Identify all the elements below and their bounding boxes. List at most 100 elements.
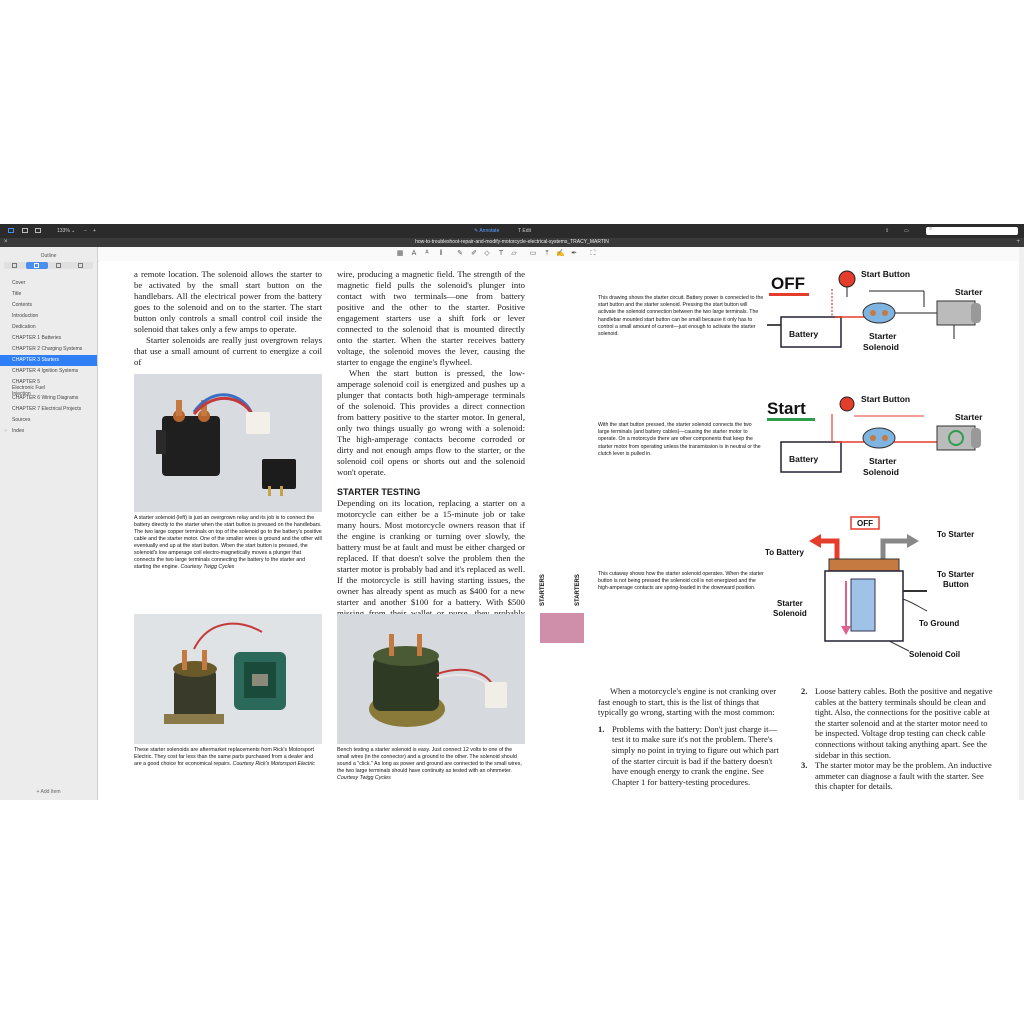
start-button-label: Start Button [861,394,910,404]
zoom-out-button[interactable]: − [84,228,87,234]
sidebar-right-icon[interactable]: ▭ [904,228,909,234]
caption: These starter solenoids are aftermarket … [134,747,322,768]
outline-item[interactable]: CHAPTER 2 Charging Systems [12,346,83,352]
outline-item[interactable]: Cover [12,280,26,286]
outline-item-selected[interactable]: CHAPTER 3 Starters [0,355,97,366]
comment-icon[interactable]: ▭ [529,250,537,257]
starter-label: Starter [955,412,983,422]
document-tab[interactable]: × how-to-troubleshoot-repair-and-modify-… [0,238,1024,247]
caption-text: A starter solenoid (left) is just an ove… [134,515,322,570]
list-text: The starter motor may be the problem. An… [815,760,992,792]
list-icon [34,263,39,268]
starter-label: Starter [955,287,983,297]
aftermarket-solenoids-photo [134,614,322,744]
list-item: 2.Loose battery cables. Both the positiv… [801,686,993,760]
state-label: OFF [771,274,805,293]
solenoid-label-line: Solenoid [863,342,899,352]
stamp-icon[interactable]: ⤒ [545,250,549,257]
search-icon: ⌕ [929,226,933,232]
crop-icon[interactable]: ⛶ [590,250,596,257]
body-column-1: When a motorcycle's engine is not cranki… [598,686,786,787]
solenoid-label-line: Starter [869,331,897,341]
search-input[interactable]: ⌕ [926,226,1018,235]
highlight-icon[interactable]: ǁ [439,250,443,257]
outline-tab[interactable] [26,262,48,269]
thumbnails-tab[interactable] [4,262,26,269]
solenoid-label-line: Solenoid [773,609,807,618]
annotation-toolbar: ▦ A ᴬ ǁ ✎ ✐ ◇ T ▱ ▭ ⤒ ✍ ✒ ⛶ [98,247,1024,262]
page-view-icon[interactable] [35,228,41,233]
annotations-tab[interactable] [48,262,70,269]
paragraph: Starter solenoids are really just overgr… [134,335,322,367]
annotate-tab[interactable]: ✎ Annotate [474,227,499,235]
chapter-side-tab: STARTERS [575,574,581,606]
photo-credit: Courtesy Twigg Cycles [337,775,391,781]
outline-item[interactable]: CHAPTER 6 Wiring Diagrams [12,395,79,401]
note-icon[interactable]: ▱ [511,250,517,257]
document-title: how-to-troubleshoot-repair-and-modify-mo… [415,239,609,245]
paragraph: wire, producing a magnetic field. The st… [337,269,525,367]
outline-item[interactable]: ›Index [0,426,97,437]
share-icon[interactable]: ⇪ [885,228,890,234]
textbox-icon[interactable]: T [498,250,504,257]
screen-margin-top [0,0,1024,224]
outline-sidebar: Outline Cover Title Contents Introductio… [0,247,98,800]
outline-item[interactable]: Sources [12,417,31,423]
list-number: 3. [801,760,808,771]
battery-label: Battery [789,454,819,464]
text-style-icon[interactable]: A [411,250,417,257]
outline-item[interactable]: Introduction [12,313,39,319]
marker-icon[interactable]: ✐ [471,250,477,257]
bookmarks-tab[interactable] [70,262,92,269]
list-number: 2. [801,686,808,696]
zoom-in-button[interactable]: + [93,228,96,234]
zoom-value: 133% [57,228,70,234]
close-tab-icon[interactable]: × [4,239,8,245]
body-column-2: wire, producing a magnetic field. The st… [337,269,525,641]
outline-item[interactable]: CHAPTER 7 Electrical Projects [12,406,82,412]
chapter-color-tab [540,613,584,643]
outline-item[interactable]: Dedication [12,324,36,330]
solenoid-label-line: Starter [777,599,803,608]
pencil-icon[interactable]: ✎ [457,250,463,257]
eraser-icon[interactable]: ◇ [484,250,490,257]
outline-list: Cover Title Contents Introduction Dedica… [0,278,97,437]
state-label: OFF [857,519,873,528]
sidebar-toggle-icon[interactable] [8,228,14,233]
toolbar: 133% ⌄ − + ✎ Annotate T Edit ⇪ ▭ ⌕ [0,224,1024,238]
scrollbar[interactable] [1019,247,1024,800]
diagram-caption: This drawing shows the starter circuit. … [598,295,764,338]
signature-icon[interactable]: ✍ [556,250,565,257]
right-page: STARTERS This drawing shows the starter … [561,261,1024,800]
brush-icon[interactable]: ✒ [571,250,577,257]
caption: A starter solenoid (left) is just an ove… [134,515,322,571]
outline-item[interactable]: CHAPTER 4 Ignition Systems [12,368,79,374]
outline-item[interactable]: Title [12,291,22,297]
zoom-select[interactable]: 133% ⌄ [57,228,76,234]
outline-item[interactable]: CHAPTER 1 Batteries [12,335,62,341]
text-select-icon[interactable]: ▦ [396,250,404,257]
annotate-label: Annotate [479,228,500,234]
paragraph: When the start button is pressed, the lo… [337,368,525,477]
outline-item[interactable]: CHAPTER 5 Electronic Fuel Injection [12,379,46,397]
font-icon[interactable]: ᴬ [425,250,429,257]
list-item: 3. The starter motor may be the problem. … [801,760,993,792]
solenoid-coil-label: Solenoid Coil [909,650,960,659]
add-item-button[interactable]: + Add Item [36,789,61,795]
diagram-caption: This cutaway shows how the starter solen… [598,571,764,592]
grid-view-icon[interactable] [22,228,28,233]
app-window: 133% ⌄ − + ✎ Annotate T Edit ⇪ ▭ ⌕ × how… [0,224,1024,800]
state-label: Start [767,399,806,418]
screen-margin-bottom [0,800,1024,1024]
edit-label: Edit [522,228,531,234]
new-tab-icon[interactable]: + [1016,239,1020,245]
caption: Bench testing a starter solenoid is easy… [337,747,525,782]
outline-item[interactable]: Contents [12,302,33,308]
thumbnail-icon [12,263,17,268]
edit-tab[interactable]: T Edit [518,227,531,235]
sidebar-title: Outline [40,253,57,259]
